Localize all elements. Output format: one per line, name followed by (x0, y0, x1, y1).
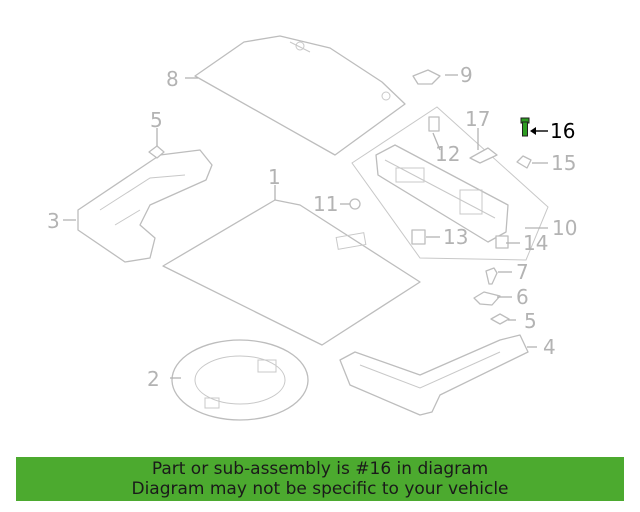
part-5-fastener-top (148, 145, 165, 159)
part-5-fastener-bottom (490, 313, 510, 325)
part-13-clip (411, 229, 426, 245)
part-1-floor-mat (162, 199, 421, 346)
callout-7: 7 (516, 260, 529, 284)
callout-15: 15 (551, 151, 576, 175)
callout-3: 3 (47, 209, 60, 233)
part-7-pin (485, 267, 498, 285)
part-14-clip (495, 235, 509, 249)
callout-5-bottom: 5 (524, 309, 537, 333)
callout-16-highlighted: 16 (550, 119, 575, 143)
part-11-screw (349, 198, 361, 210)
callout-13: 13 (443, 225, 468, 249)
callout-2: 2 (147, 367, 160, 391)
callout-12: 12 (435, 142, 460, 166)
callout-4: 4 (543, 335, 556, 359)
callout-10: 10 (552, 216, 577, 240)
part-3-left-tray (77, 149, 213, 263)
callout-8: 8 (166, 67, 179, 91)
part-10-bracket-group (351, 106, 549, 261)
callout-6: 6 (516, 285, 529, 309)
part-2-wheel-cover (171, 339, 309, 421)
leader-lines (63, 74, 548, 379)
part-6-bracket (473, 291, 501, 306)
callout-9: 9 (460, 63, 473, 87)
part-4-right-tray (339, 334, 529, 416)
part-17-clip (469, 147, 498, 164)
part-16-bolt-highlighted (520, 117, 530, 137)
parts-diagram: 1 2 3 4 5 5 6 7 8 9 10 11 12 13 14 15 16… (47, 35, 577, 421)
part-info-banner: Part or sub-assembly is #16 in diagram D… (16, 457, 624, 501)
callout-1: 1 (268, 165, 281, 189)
part-12-clip (428, 116, 440, 132)
part-8-cargo-cover (194, 35, 406, 156)
banner-line-1: Part or sub-assembly is #16 in diagram (151, 459, 489, 479)
banner-line-2: Diagram may not be specific to your vehi… (131, 479, 509, 499)
callout-17: 17 (465, 107, 490, 131)
part-9-clip (412, 69, 441, 85)
callout-5-top: 5 (150, 108, 163, 132)
callout-14: 14 (523, 231, 548, 255)
part-15-clip (516, 155, 532, 169)
callout-11: 11 (313, 192, 338, 216)
